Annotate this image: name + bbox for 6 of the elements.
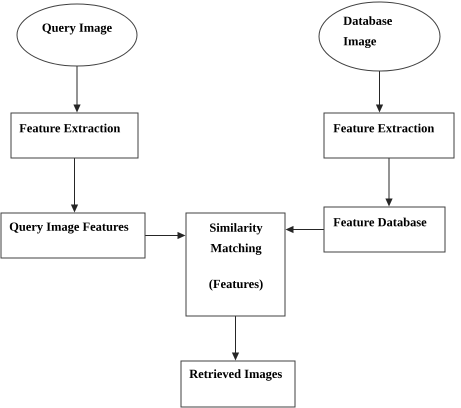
process-box: Query Image Features xyxy=(0,212,146,258)
process-box: Feature Database xyxy=(324,206,446,252)
process-box: Retrieved Images xyxy=(180,360,296,408)
process-box: Feature Extraction xyxy=(10,112,138,158)
process-box: Similarity Matching (Features) xyxy=(186,212,286,316)
process-box: Feature Extraction xyxy=(324,112,454,158)
